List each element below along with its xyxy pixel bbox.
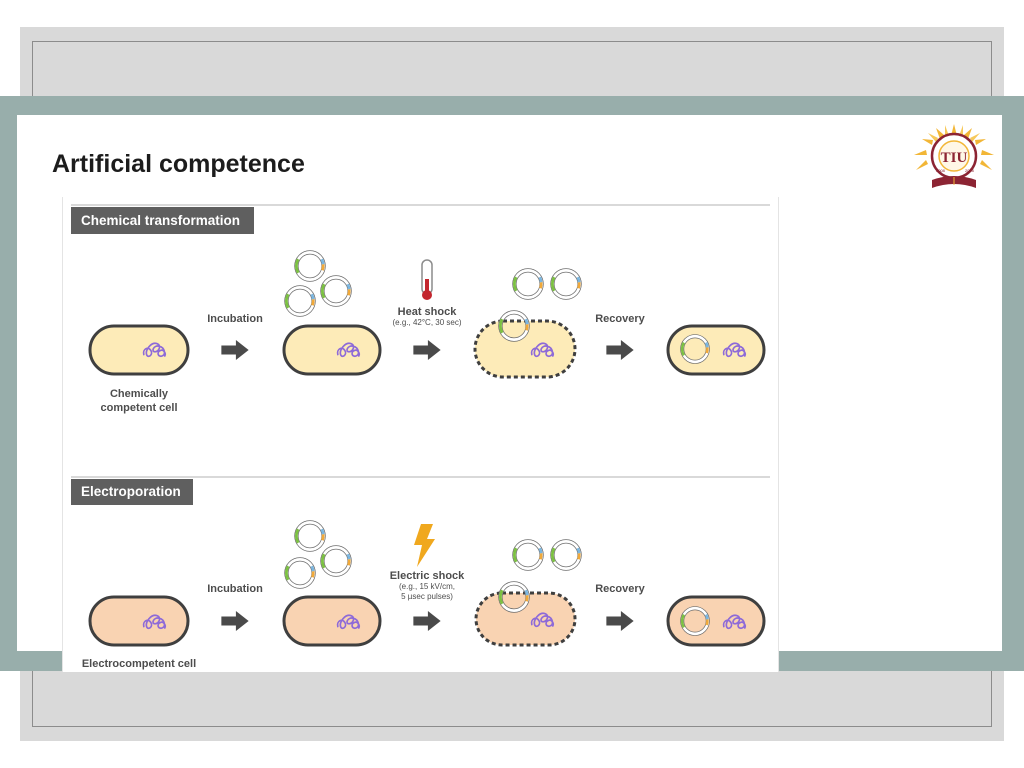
electro-header: Electroporation — [81, 484, 181, 499]
electro-step-recovery: Recovery — [595, 583, 645, 595]
outer-border-top — [32, 41, 992, 101]
chemical-cell-label-2: competent cell — [100, 402, 177, 414]
transformation-figure: Chemical transformation Chemically compe… — [62, 197, 779, 672]
chemical-arrow-2 — [413, 340, 441, 360]
electro-cell-label: Electrocompetent cell — [82, 658, 196, 670]
electro-arrow-1 — [221, 611, 249, 631]
chemical-step-heat-shock: Heat shock — [398, 306, 458, 318]
electro-arrow-3 — [606, 611, 634, 631]
transformation-diagram: Chemical transformation Chemically compe… — [71, 204, 770, 670]
chemical-arrow-1 — [221, 340, 249, 360]
electro-shocked-cell — [474, 541, 580, 647]
chemical-header: Chemical transformation — [81, 213, 240, 228]
tiu-logo-icon: TIU 2008 2008 — [914, 124, 994, 188]
electrocompetent-cell — [88, 595, 190, 647]
chemical-competent-cell — [88, 324, 190, 376]
electro-incubation-cell — [282, 522, 382, 647]
electro-header-bg — [71, 479, 193, 505]
electro-step-incubation: Incubation — [207, 583, 263, 595]
chemical-recovered-cell — [666, 324, 766, 376]
chemical-heat-shocked-cell — [473, 270, 580, 379]
lightning-bolt-icon — [414, 524, 435, 567]
logo-year-right: 2008 — [965, 168, 975, 173]
chemical-heat-shock-detail: (e.g., 42°C, 30 sec) — [392, 318, 461, 327]
chemical-cell-label-1: Chemically — [110, 388, 169, 400]
electro-shock-detail-2: 5 µsec pulses) — [401, 592, 453, 601]
slide-title: Artificial competence — [52, 150, 305, 178]
outer-border-bottom — [32, 668, 992, 727]
electro-arrow-2 — [413, 611, 441, 631]
chemical-step-incubation: Incubation — [207, 313, 263, 325]
electro-shock-detail-1: (e.g., 15 kV/cm, — [399, 582, 455, 591]
logo-year-left: 2008 — [936, 168, 946, 173]
logo-text: TIU — [941, 150, 968, 166]
electro-step-electric-shock: Electric shock — [390, 570, 465, 582]
chemical-incubation-cell — [282, 252, 382, 376]
electro-recovered-cell — [666, 595, 766, 647]
thermometer-icon — [421, 259, 433, 300]
chemical-arrow-3 — [606, 340, 634, 360]
chemical-header-bg — [71, 207, 254, 234]
tiu-logo: TIU 2008 2008 — [908, 122, 1000, 198]
chemical-step-recovery: Recovery — [595, 313, 645, 325]
